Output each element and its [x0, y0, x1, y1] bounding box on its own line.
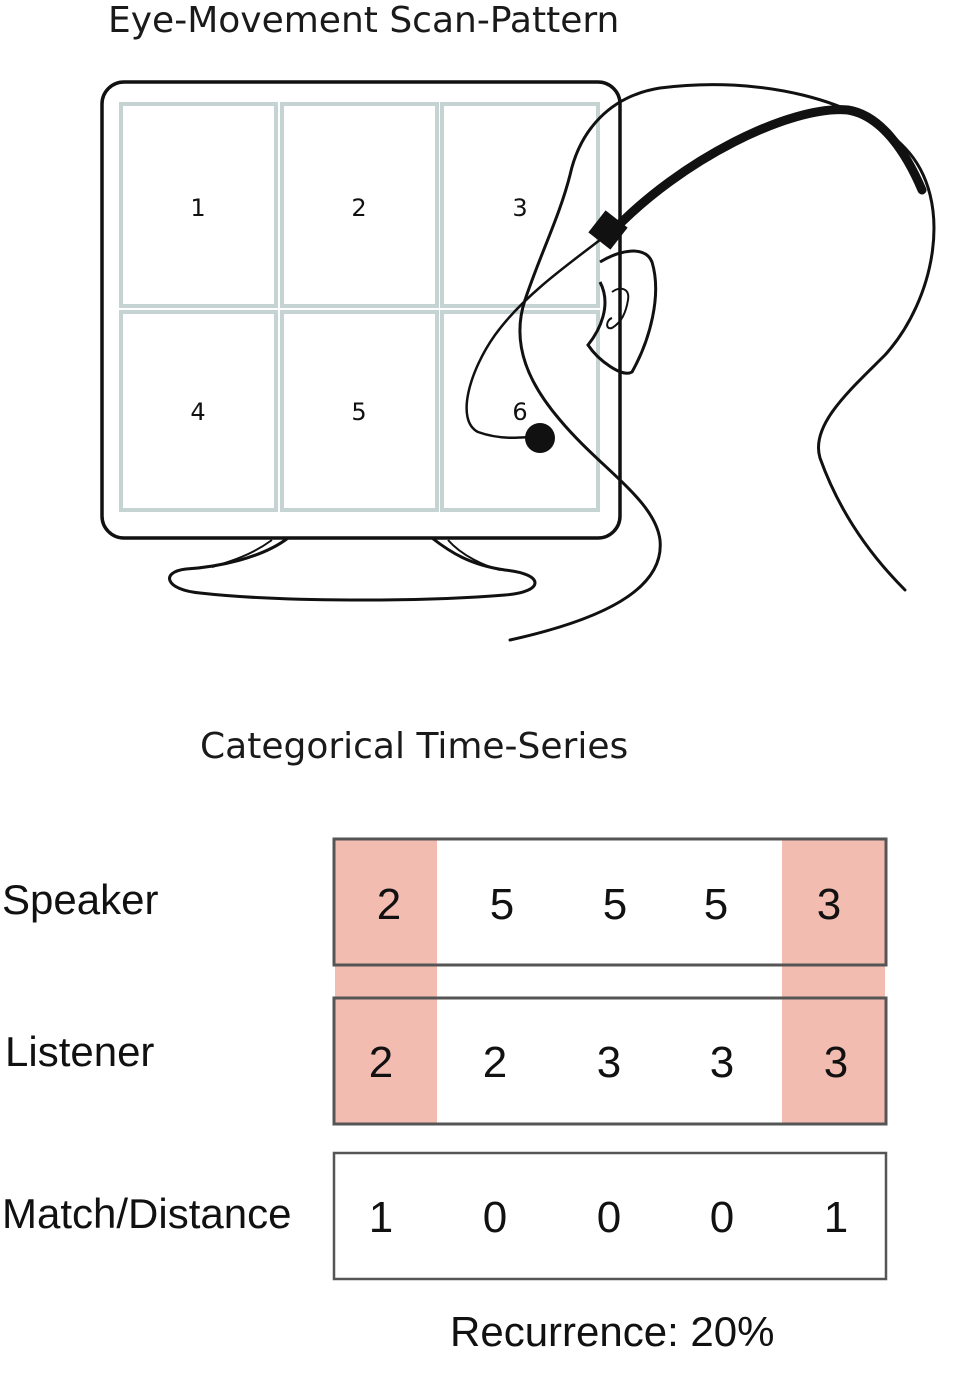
screen-cell-label: 5: [351, 398, 366, 426]
scan-pattern-title: Eye-Movement Scan-Pattern: [108, 0, 620, 41]
match-values: 1 0 0 0 1: [369, 1193, 848, 1242]
match-value: 0: [483, 1193, 507, 1242]
screen-cell-label: 2: [351, 194, 366, 222]
screen-cell-labels: 1 2 3 4 5 6: [190, 194, 527, 426]
listener-value: 3: [710, 1038, 734, 1087]
screen-cell-label: 3: [512, 194, 527, 222]
speaker-values: 2 5 5 5 3: [377, 880, 841, 929]
match-value: 1: [369, 1193, 393, 1242]
time-series-title: Categorical Time-Series: [200, 726, 629, 767]
ear-icon: [586, 249, 658, 375]
speaker-label: Speaker: [2, 876, 159, 923]
eye-tracker-dot-icon: [525, 423, 555, 453]
microphone-wire-icon: [465, 239, 601, 439]
screen-cell-label: 4: [190, 398, 205, 426]
match-value: 1: [824, 1193, 848, 1242]
monitor-stand: [168, 536, 537, 602]
ear-inner-icon: [606, 287, 630, 330]
listener-row-box: [332, 996, 888, 1126]
listener-value: 3: [824, 1038, 848, 1087]
headset-band-icon: [607, 105, 927, 237]
match-value: 0: [710, 1193, 734, 1242]
recurrence-text: Recurrence: 20%: [450, 1308, 775, 1355]
head-outline: [508, 83, 936, 642]
listener-label: Listener: [5, 1028, 155, 1075]
speaker-row-box: [332, 837, 888, 967]
screen-cell-label: 6: [512, 398, 527, 426]
listener-values: 2 2 3 3 3: [369, 1038, 848, 1087]
listener-value: 2: [369, 1038, 393, 1087]
listener-value: 2: [483, 1038, 507, 1087]
speaker-value: 3: [817, 880, 841, 929]
screen-cell-label: 1: [190, 194, 205, 222]
speaker-value: 5: [490, 880, 514, 929]
speaker-value: 2: [377, 880, 401, 929]
match-distance-label: Match/Distance: [2, 1190, 292, 1237]
match-row-box: [332, 1151, 888, 1281]
match-highlights: [335, 840, 885, 1125]
speaker-value: 5: [704, 880, 728, 929]
match-value: 0: [597, 1193, 621, 1242]
speaker-value: 5: [603, 880, 627, 929]
listener-value: 3: [597, 1038, 621, 1087]
